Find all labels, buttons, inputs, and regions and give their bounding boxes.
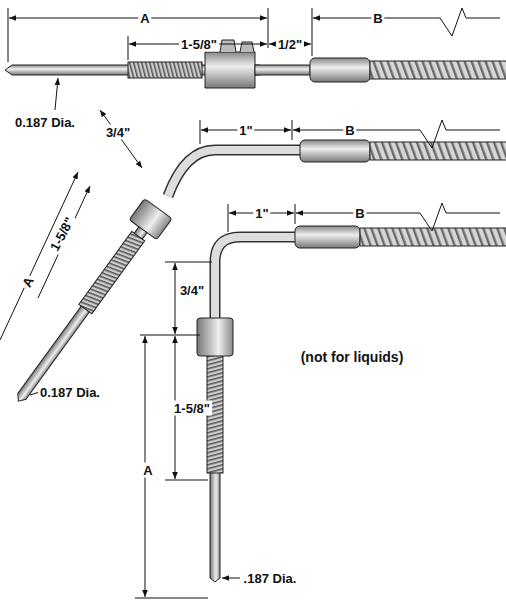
dimension-label: B	[371, 11, 384, 26]
dimension-label: 3/4"	[104, 125, 132, 140]
dimension-label: (not for liquids)	[299, 350, 406, 365]
dimension-label: 0.187 Dia.	[13, 115, 77, 130]
dimension-label: A	[138, 11, 151, 26]
dimension-label: 1/2"	[276, 37, 304, 52]
dimension-label: A	[18, 273, 38, 292]
dimension-label: 1-5/8"	[179, 37, 219, 52]
dimension-label: 1"	[253, 206, 270, 221]
dimension-label: 1-5/8"	[46, 213, 78, 255]
dimension-label: B	[343, 123, 356, 138]
dimension-label: 0.187 Dia.	[38, 385, 102, 400]
dimension-label: .187 Dia.	[242, 571, 299, 586]
dimension-label: B	[353, 206, 366, 221]
dimension-label: A	[141, 463, 154, 478]
dimension-label: 1"	[237, 123, 254, 138]
dimension-label: 1-5/8"	[172, 401, 212, 416]
dimension-label: 3/4"	[178, 283, 206, 298]
